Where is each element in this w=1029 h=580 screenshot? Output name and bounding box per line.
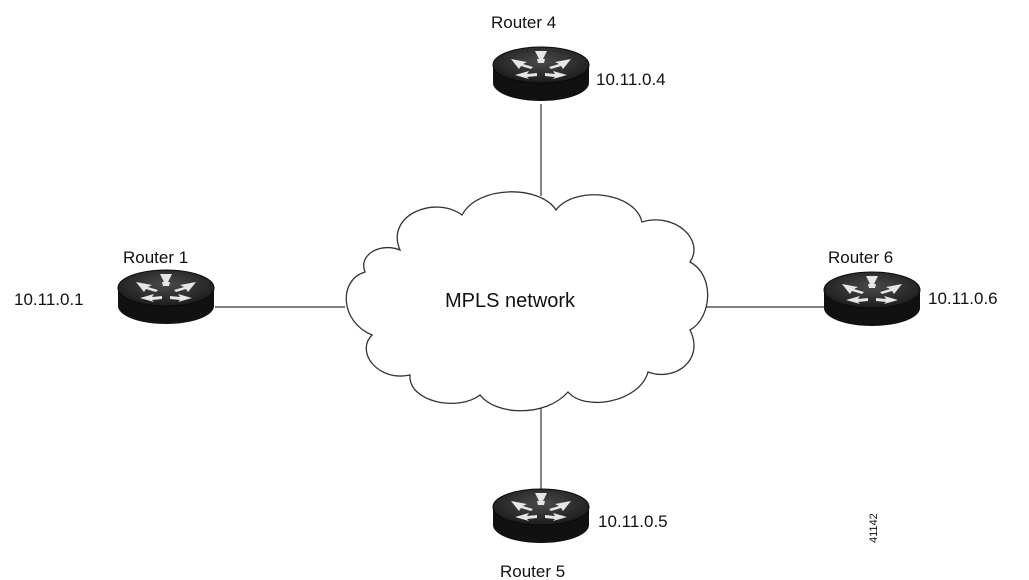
router-ip: 10.11.0.4 [596, 70, 666, 89]
router-icon [492, 46, 590, 102]
router-name: Router 6 [828, 248, 893, 267]
cloud-label: MPLS network [445, 290, 576, 312]
router-5[interactable]: 10.11.0.5 Router 5 [492, 488, 668, 580]
router-name: Router 5 [500, 562, 565, 580]
router-ip: 10.11.0.6 [928, 289, 998, 308]
router-icon [117, 269, 215, 325]
router-name: Router 4 [491, 13, 556, 32]
router-4[interactable]: Router 4 10.11.0.4 [491, 13, 666, 102]
router-ip: 10.11.0.5 [598, 512, 668, 531]
router-ip: 10.11.0.1 [14, 290, 84, 309]
router-name: Router 1 [123, 248, 188, 267]
router-icon [823, 271, 921, 327]
cloud-icon [345, 191, 709, 412]
router-icon [492, 488, 590, 544]
router-1[interactable]: Router 1 10.11.0.1 [14, 248, 215, 325]
figure-id: 41142 [868, 513, 880, 543]
router-6[interactable]: Router 6 10.11.0.6 [823, 248, 998, 327]
